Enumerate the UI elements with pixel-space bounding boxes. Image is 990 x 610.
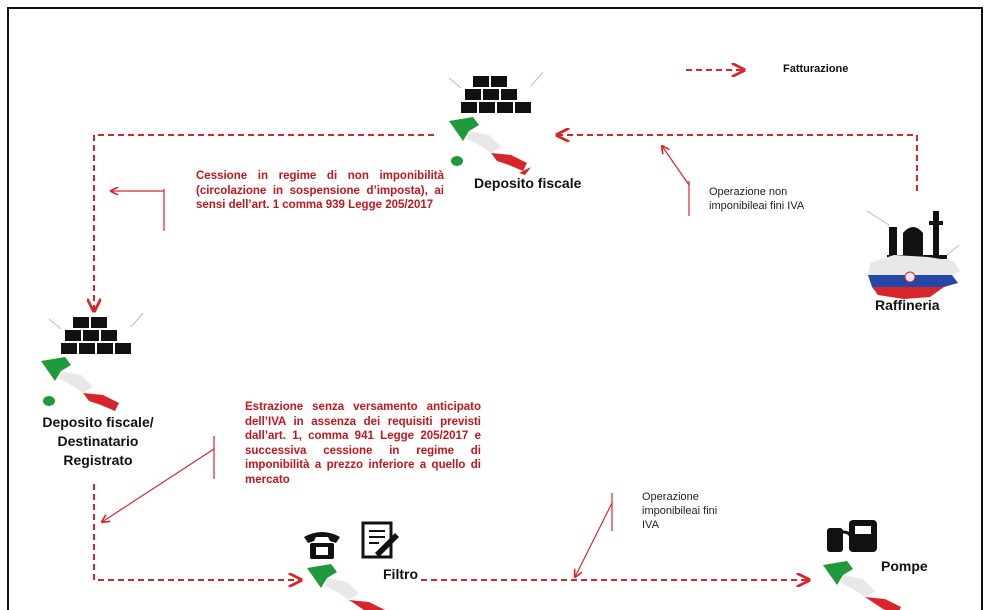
barrels-icon	[48, 312, 144, 354]
note-line: Operazione non	[709, 186, 788, 198]
note-line: IVA	[642, 519, 659, 531]
node-filtro: Filtro	[383, 566, 418, 582]
italy-map-icon	[307, 564, 385, 610]
document-icon	[361, 521, 399, 559]
refinery-icon	[866, 210, 960, 259]
arrow-deposito-to-destinatario	[94, 134, 434, 311]
note-operazione-non-imponibile: Operazione non imponibileai fini IVA	[709, 185, 804, 213]
annotation-estrazione: Estrazione senza versamento anticipato d…	[245, 401, 481, 486]
node-deposito-destinatario: Deposito fiscale/ Destinatario Registrat…	[23, 413, 173, 470]
node-deposito-fiscale: Deposito fiscale	[474, 175, 582, 191]
italy-map-icon	[449, 117, 531, 175]
node-pompe: Pompe	[881, 558, 928, 574]
note-line: Operazione	[642, 491, 699, 503]
node-deposito-destinatario-line3: Registrato	[63, 452, 133, 468]
note-line: imponibileai fini	[642, 505, 718, 517]
barrels-icon	[448, 71, 544, 113]
slovenia-map-icon	[868, 255, 960, 299]
annotation-cessione: Cessione in regime di non imponibilità (…	[196, 170, 444, 211]
arrow-destinatario-to-filtro	[93, 484, 301, 580]
node-deposito-destinatario-line1: Deposito fiscale/	[42, 414, 154, 430]
diagram-frame: Fatturazione Deposito fiscale Raffineria…	[7, 7, 983, 610]
italy-map-icon	[41, 357, 119, 411]
note-operazione-imponibile: Operazione imponibileai fini IVA	[642, 490, 717, 532]
node-deposito-destinatario-line2: Destinatario	[57, 433, 139, 449]
node-raffineria: Raffineria	[875, 297, 940, 313]
arrow-raffineria-to-deposito	[557, 135, 918, 191]
flow-arrows	[41, 9, 960, 610]
note-line: imponibileai fini IVA	[709, 200, 805, 212]
legend-label: Fatturazione	[783, 63, 849, 75]
italy-map-icon	[823, 561, 901, 610]
telephone-icon	[304, 532, 340, 559]
fuel-pump-icon	[827, 520, 877, 552]
